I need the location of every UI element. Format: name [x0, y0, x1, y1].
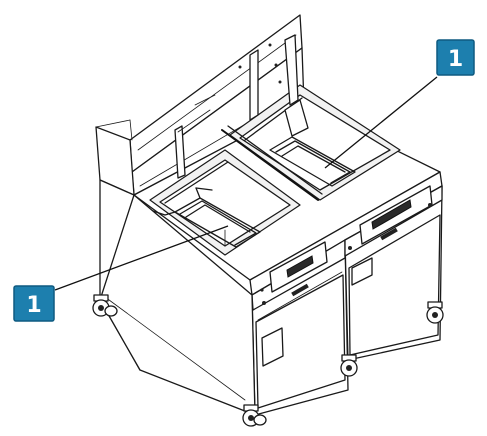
basket-lift-arms [174, 34, 299, 179]
fryer-illustration [92, 14, 444, 427]
caster-front-middle [340, 354, 358, 377]
caster-wheels [92, 294, 444, 427]
callout-leader-bottom [54, 225, 229, 291]
left-basket [149, 187, 261, 248]
rear-panel [129, 14, 305, 196]
cabinet-left-lower [99, 194, 256, 416]
vat-divider [221, 125, 323, 201]
callout-top-label: 1 [448, 47, 463, 72]
caster-front-right [426, 301, 444, 324]
caster-front-left [242, 404, 267, 427]
caster-rear-left [92, 294, 118, 317]
right-basket [269, 99, 356, 187]
right-frypot [229, 84, 401, 201]
callout-leader-top [324, 76, 438, 169]
callout-top: 1 [436, 39, 475, 76]
front-cabinet-right [344, 185, 443, 361]
callout-bottom-label: 1 [26, 293, 41, 318]
front-cabinet-left [251, 239, 349, 416]
callout-bottom: 1 [13, 285, 55, 322]
